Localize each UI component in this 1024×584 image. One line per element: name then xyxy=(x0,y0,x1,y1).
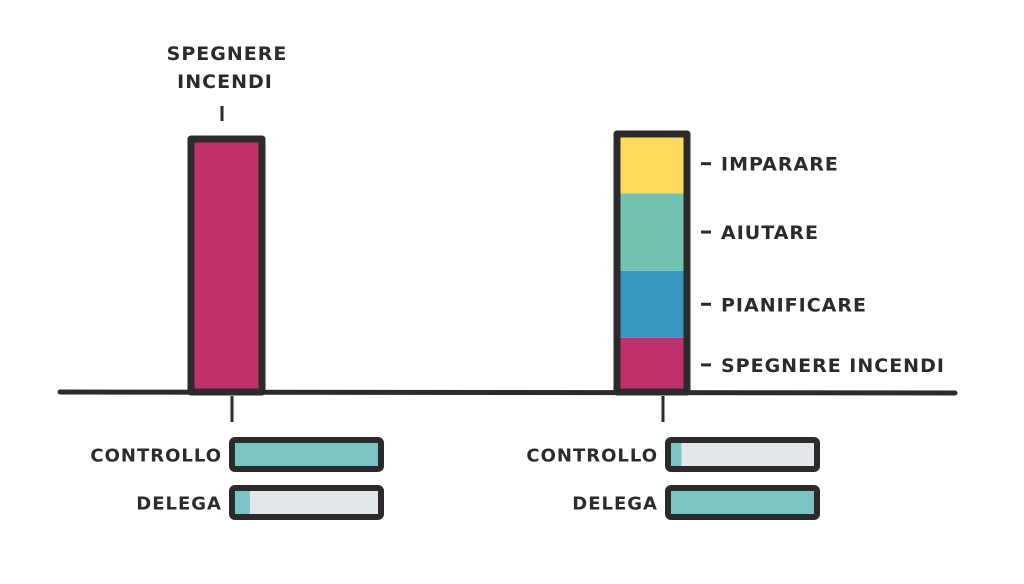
left-bar-label-line-2: INCENDI xyxy=(177,71,273,93)
gauge-label: CONTROLLO xyxy=(90,446,222,467)
gauge-outline xyxy=(665,485,820,520)
gauge-outline xyxy=(665,437,820,472)
segment-label: IMPARARE xyxy=(721,154,839,176)
baseline xyxy=(57,389,958,396)
gauge-label: DELEGA xyxy=(136,494,222,515)
right-bar-segment-pianificare xyxy=(617,270,687,338)
gauge-fill-controllo xyxy=(232,440,381,469)
gauge-track xyxy=(668,440,817,469)
gauge-track xyxy=(232,488,381,517)
segment-label: PIANIFICARE xyxy=(721,294,867,316)
gauge-outline xyxy=(229,437,384,472)
left-bar-label: SPEGNERE INCENDI xyxy=(167,43,288,121)
gauge-label: CONTROLLO xyxy=(526,446,658,467)
segment-label: AIUTARE xyxy=(721,222,819,244)
gauge-fill-delega xyxy=(668,488,817,517)
gauge-fill-controllo xyxy=(668,440,682,469)
right-bar-segment-imparare xyxy=(617,134,687,194)
right-bar-segment-aiutare xyxy=(617,193,687,271)
left-bar-label-line-1: SPEGNERE xyxy=(167,43,288,65)
gauge-label: DELEGA xyxy=(572,494,658,515)
left-bar-segment-spegnere-incendi xyxy=(191,139,262,392)
gauge-fill-delega xyxy=(232,488,250,517)
gauge-outline xyxy=(229,485,384,520)
right-bar-segment-spegnere-incendi xyxy=(617,337,687,392)
segment-label: SPEGNERE INCENDI xyxy=(721,355,945,377)
